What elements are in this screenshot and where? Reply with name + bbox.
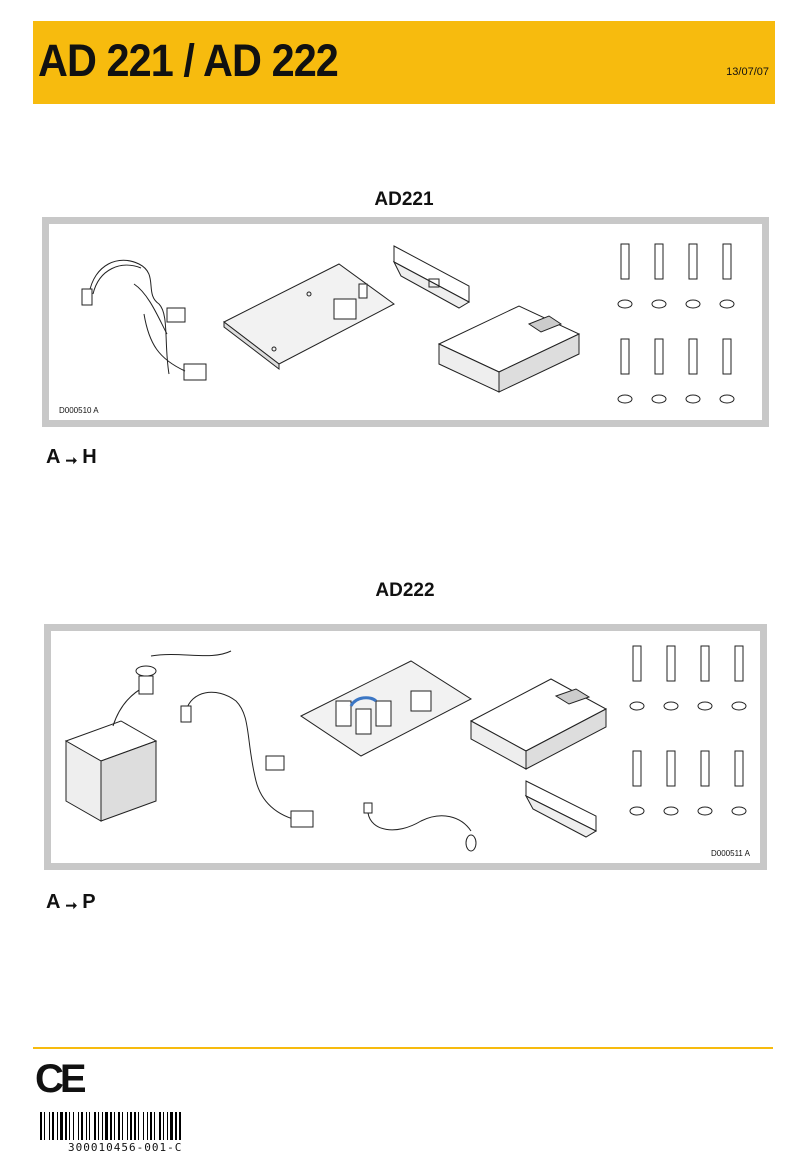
range-end: P [82, 891, 96, 913]
range-start: A [46, 446, 61, 468]
screws-and-spacers-illustration [629, 645, 747, 816]
part-range-ad222: A➞P [46, 891, 96, 914]
range-end: H [82, 446, 97, 468]
footer-divider [33, 1047, 773, 1049]
ce-mark: CE [35, 1057, 87, 1101]
probe-cable-illustration [363, 802, 477, 852]
header-bar: AD 221 / AD 222 13/07/07 [33, 21, 775, 104]
mounting-bracket-illustration [524, 780, 598, 838]
parts-illustration-ad221 [81, 243, 735, 404]
document-title: AD 221 / AD 222 [38, 35, 339, 86]
section-title-ad222: AD222 [375, 580, 435, 601]
part-range-ad221: A➞H [46, 446, 97, 469]
section-title-ad221: AD221 [374, 189, 434, 210]
arrow-right-icon: ➞ [65, 897, 78, 913]
cable-harness-illustration [81, 259, 207, 381]
figure-code: D000511 A [711, 849, 750, 858]
circuit-board-relays-illustration [300, 660, 473, 757]
figure-panel-ad222: D000511 A [44, 624, 767, 870]
housing-cover-illustration [469, 678, 608, 770]
barcode-icon [40, 1112, 181, 1140]
range-start: A [46, 891, 61, 913]
sensor-box-illustration [64, 650, 232, 822]
document-date: 13/07/07 [726, 66, 769, 78]
screws-and-spacers-illustration [617, 243, 735, 404]
figure-panel-ad221: D000510 A [42, 217, 769, 427]
barcode-number: 300010456-001-C [68, 1141, 183, 1154]
parts-illustration-ad222 [64, 645, 747, 852]
cable-harness-illustration [180, 691, 314, 828]
housing-cover-illustration [437, 305, 581, 393]
mounting-bracket-illustration [392, 245, 471, 309]
arrow-right-icon: ➞ [65, 452, 78, 468]
figure-code: D000510 A [59, 406, 99, 415]
circuit-board-illustration [223, 263, 395, 371]
